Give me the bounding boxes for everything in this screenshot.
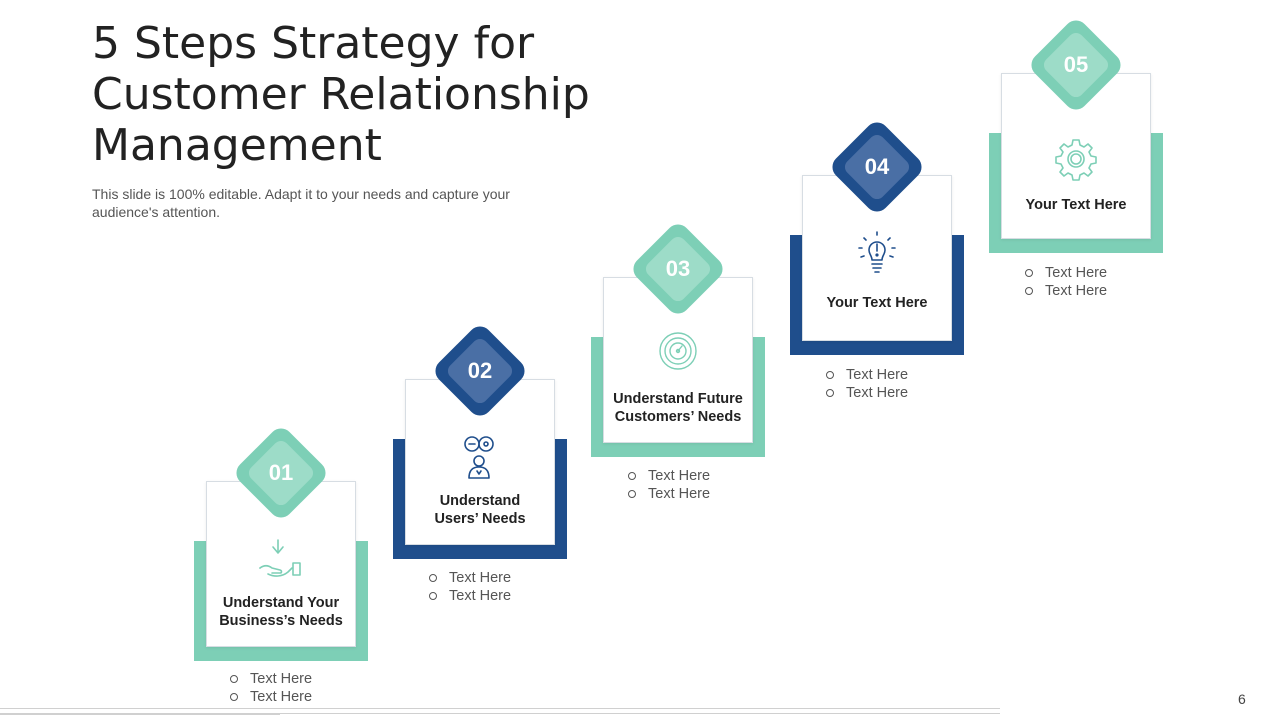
step-4-label-line1: Your Text Here xyxy=(826,295,928,311)
step-4-bullet-1-text: Text Here xyxy=(846,367,909,383)
step-3-bullet-1: Text Here xyxy=(628,467,710,485)
step-1-bullet-1: Text Here xyxy=(230,670,312,688)
step-2-bullets: Text Here Text Here xyxy=(429,569,511,605)
step-4-number: 04 xyxy=(864,154,890,179)
step-2-label: Understand Users’ Needs xyxy=(406,492,554,528)
step-3-number-badge: 03 xyxy=(628,219,728,319)
step-4-bullet-2: Text Here xyxy=(826,384,908,402)
user-thinking-icon xyxy=(464,436,494,479)
step-1-bullets: Text Here Text Here xyxy=(230,670,312,706)
hand-receive-arrow-icon xyxy=(259,539,301,577)
step-5-bullet-2: Text Here xyxy=(1025,282,1107,300)
bullet-dot-icon xyxy=(230,675,238,683)
step-3: Understand Future Customers’ Needs 03 xyxy=(591,219,765,457)
step-3-bullets: Text Here Text Here xyxy=(628,467,710,503)
step-2-number-badge: 02 xyxy=(430,321,530,421)
step-2-bullet-1: Text Here xyxy=(429,569,511,587)
slide-subtitle: This slide is 100% editable. Adapt it to… xyxy=(92,186,510,220)
slide-title: 5 Steps Strategy for Customer Relationsh… xyxy=(92,18,590,171)
step-3-bullet-1-text: Text Here xyxy=(648,468,711,484)
bullet-dot-icon xyxy=(826,371,834,379)
step-5-label: Your Text Here xyxy=(1002,196,1150,214)
step-5-bullets: Text Here Text Here xyxy=(1025,264,1107,300)
bullet-dot-icon xyxy=(628,490,636,498)
step-1-label: Understand Your Business’s Needs xyxy=(207,594,355,630)
step-2-label-line2: Users’ Needs xyxy=(434,511,526,527)
step-1-label-line2: Business’s Needs xyxy=(219,613,343,629)
bullet-dot-icon xyxy=(429,574,437,582)
step-1: Understand Your Business’s Needs 01 xyxy=(194,423,368,661)
step-2-bullet-2-text: Text Here xyxy=(449,588,512,604)
step-2-number: 02 xyxy=(467,358,493,383)
step-5-bullet-1: Text Here xyxy=(1025,264,1107,282)
step-5-label-line1: Your Text Here xyxy=(1025,197,1127,213)
step-2: Understand Users’ Needs 02 xyxy=(393,321,567,559)
footer-divider xyxy=(0,708,1000,714)
step-4: Your Text Here 04 xyxy=(790,117,964,355)
step-1-bullet-1-text: Text Here xyxy=(250,671,313,687)
step-5-number: 05 xyxy=(1063,52,1089,77)
step-3-number: 03 xyxy=(665,256,691,281)
bullet-dot-icon xyxy=(230,693,238,701)
bullet-dot-icon xyxy=(1025,269,1033,277)
step-1-number-badge: 01 xyxy=(231,423,331,523)
step-3-label-line1: Understand Future xyxy=(613,391,743,407)
step-2-bullet-1-text: Text Here xyxy=(449,570,512,586)
step-1-bullet-2: Text Here xyxy=(230,688,312,706)
bullet-dot-icon xyxy=(429,592,437,600)
bullet-dot-icon xyxy=(628,472,636,480)
light-bulb-icon xyxy=(858,231,896,273)
step-5-number-badge: 05 xyxy=(1026,15,1126,115)
step-5-bullet-2-text: Text Here xyxy=(1045,283,1108,299)
gear-icon xyxy=(1055,139,1097,181)
step-2-label-line1: Understand xyxy=(439,493,521,509)
step-3-bullet-2: Text Here xyxy=(628,485,710,503)
step-4-label: Your Text Here xyxy=(803,294,951,312)
page-number: 6 xyxy=(1238,691,1246,707)
step-4-bullet-1: Text Here xyxy=(826,366,908,384)
footer-divider-accent xyxy=(0,714,280,715)
step-1-number: 01 xyxy=(268,460,294,485)
step-4-bullets: Text Here Text Here xyxy=(826,366,908,402)
step-2-bullet-2: Text Here xyxy=(429,587,511,605)
step-1-bullet-2-text: Text Here xyxy=(250,689,313,705)
step-3-bullet-2-text: Text Here xyxy=(648,486,711,502)
bullet-dot-icon xyxy=(826,389,834,397)
target-dial-icon xyxy=(659,332,697,370)
step-3-label: Understand Future Customers’ Needs xyxy=(604,390,752,426)
bullet-dot-icon xyxy=(1025,287,1033,295)
step-5: Your Text Here 05 xyxy=(989,15,1163,253)
step-4-number-badge: 04 xyxy=(827,117,927,217)
step-5-bullet-1-text: Text Here xyxy=(1045,265,1108,281)
step-3-label-line2: Customers’ Needs xyxy=(614,409,742,425)
step-1-label-line1: Understand Your xyxy=(222,595,340,611)
step-4-bullet-2-text: Text Here xyxy=(846,385,909,401)
